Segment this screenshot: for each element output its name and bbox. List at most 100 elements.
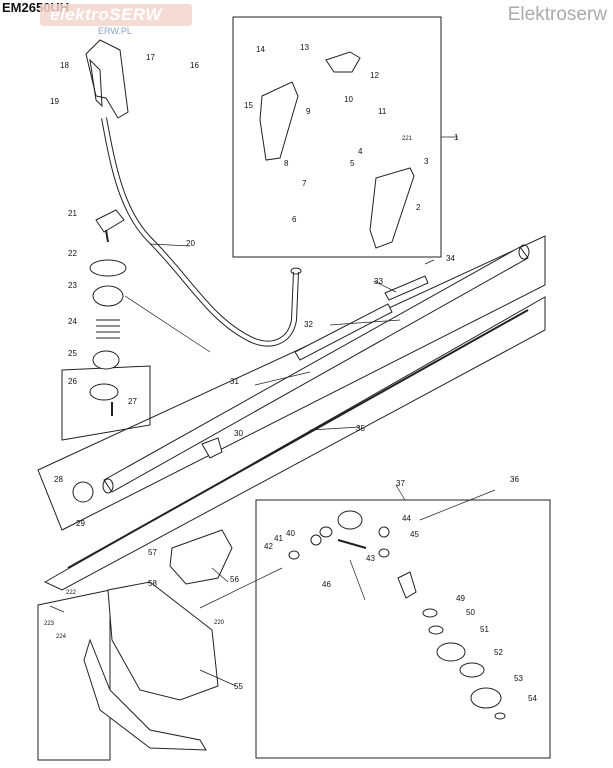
nut-44 xyxy=(378,526,390,538)
callout-6: 6 xyxy=(292,215,297,224)
drive-shaft xyxy=(67,309,529,569)
sleeve-33 xyxy=(384,275,429,301)
shaft-tube-end xyxy=(102,478,114,494)
cup-53 xyxy=(470,687,502,709)
callout-11: 11 xyxy=(378,107,387,116)
shaft-43 xyxy=(337,539,367,549)
sleeve-32 xyxy=(294,303,393,361)
callout-49: 49 xyxy=(456,594,465,603)
callout-23: 23 xyxy=(68,281,77,290)
callout-10: 10 xyxy=(344,95,353,104)
bolt-46 xyxy=(397,571,417,599)
callout-29: 29 xyxy=(76,519,85,528)
callout-24: 24 xyxy=(68,317,77,326)
callout-55: 55 xyxy=(234,682,243,691)
callout-35: 35 xyxy=(356,424,365,433)
ring-42 xyxy=(288,550,300,560)
nut-54 xyxy=(494,712,506,720)
callout-42: 42 xyxy=(264,542,273,551)
callout-44: 44 xyxy=(402,514,411,523)
callout-7: 7 xyxy=(302,179,307,188)
callout-224: 224 xyxy=(56,634,67,640)
bearing-40 xyxy=(319,526,333,538)
washer-45 xyxy=(378,548,390,558)
callout-labels: 1 2 3 4 5 6 7 8 9 10 11 12 13 14 15 16 1… xyxy=(44,43,537,703)
callout-220: 220 xyxy=(214,620,225,626)
clamp-22 xyxy=(89,259,127,277)
callout-17: 17 xyxy=(146,53,155,62)
gear-case-56 xyxy=(169,529,233,585)
knob-21 xyxy=(95,209,125,233)
callout-33: 33 xyxy=(374,277,383,286)
callout-56: 56 xyxy=(230,575,239,584)
callout-13: 13 xyxy=(300,43,309,52)
grip-18 xyxy=(89,58,103,108)
callout-221: 221 xyxy=(402,136,413,142)
throttle-lever-15 xyxy=(259,81,299,161)
callout-50: 50 xyxy=(466,608,475,617)
callout-34: 34 xyxy=(446,254,455,263)
callout-37: 37 xyxy=(396,479,405,488)
logo-text: elektroSERW xyxy=(50,5,162,24)
grip-17 xyxy=(85,39,129,119)
brand-logo: elektroSERW xyxy=(40,4,192,26)
guard-extension-224 xyxy=(83,638,207,751)
callout-14: 14 xyxy=(256,45,265,54)
callout-26: 26 xyxy=(68,377,77,386)
callout-30: 30 xyxy=(234,429,243,438)
handle-bar-fill xyxy=(102,117,298,346)
spring-24 xyxy=(96,319,120,339)
knob-21-bolt xyxy=(105,229,109,243)
ring-41 xyxy=(310,534,322,546)
callout-8: 8 xyxy=(284,159,289,168)
callout-28: 28 xyxy=(54,475,63,484)
callout-21: 21 xyxy=(68,209,77,218)
shaft-tube-end-top xyxy=(518,244,530,260)
shaft-tube xyxy=(103,246,529,493)
group-frame-gearhead xyxy=(255,499,551,759)
washer-52 xyxy=(459,662,485,678)
bracket-30 xyxy=(201,437,223,459)
guard-55 xyxy=(107,581,219,701)
callout-4: 4 xyxy=(358,147,363,156)
handle-bar-end xyxy=(290,267,302,275)
callout-45: 45 xyxy=(410,530,419,539)
group-frame-clamp xyxy=(61,365,151,441)
callout-53: 53 xyxy=(514,674,523,683)
watermark: Elektroserw xyxy=(507,4,607,25)
callout-22: 22 xyxy=(68,249,77,258)
gear-housing xyxy=(337,510,363,530)
callout-1: 1 xyxy=(454,133,459,142)
group-frame-driveshaft xyxy=(43,296,546,591)
callout-32: 32 xyxy=(304,320,313,329)
callout-40: 40 xyxy=(286,529,295,538)
clamp-25 xyxy=(92,350,120,370)
callout-19: 19 xyxy=(50,97,59,106)
callout-223: 223 xyxy=(44,621,55,627)
callout-43: 43 xyxy=(366,554,375,563)
callout-3: 3 xyxy=(424,157,429,166)
callout-16: 16 xyxy=(190,61,199,70)
callout-2: 2 xyxy=(416,203,421,212)
callout-12: 12 xyxy=(370,71,379,80)
callout-46: 46 xyxy=(322,580,331,589)
callout-18: 18 xyxy=(60,61,69,70)
blade-holder-51 xyxy=(436,642,466,662)
clamp-26 xyxy=(89,383,119,401)
callout-25: 25 xyxy=(68,349,77,358)
leader-lines xyxy=(49,136,496,687)
callout-20: 20 xyxy=(186,239,195,248)
callout-41: 41 xyxy=(274,534,283,543)
callout-51: 51 xyxy=(480,625,489,634)
callout-27: 27 xyxy=(128,397,137,406)
callout-36: 36 xyxy=(510,475,519,484)
clamp-28 xyxy=(72,481,94,503)
callout-9: 9 xyxy=(306,107,311,116)
callout-52: 52 xyxy=(494,648,503,657)
washer-50 xyxy=(428,625,444,635)
cap-12 xyxy=(325,51,361,73)
callout-58: 58 xyxy=(148,579,157,588)
clamp-23 xyxy=(92,285,124,307)
callout-222: 222 xyxy=(66,590,77,596)
